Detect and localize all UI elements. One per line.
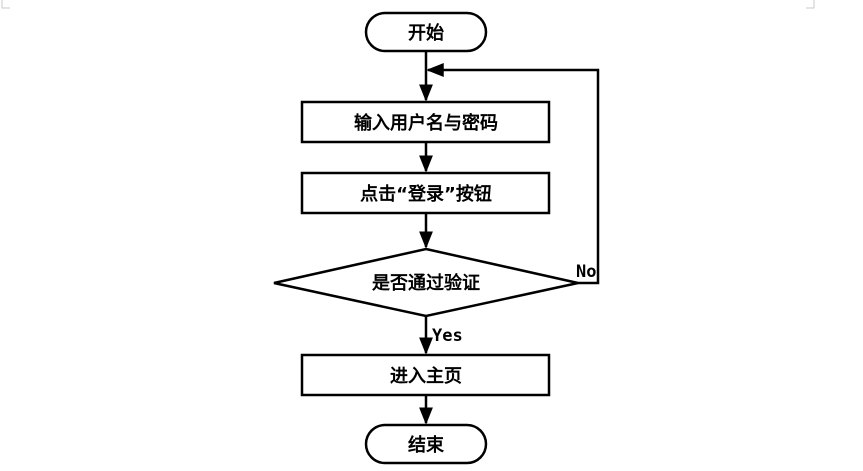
end-node: 结束 <box>364 423 488 465</box>
verification-decision-node: 是否通过验证 <box>273 247 579 318</box>
end-label: 结束 <box>408 434 445 456</box>
no-edge-label: No <box>576 262 596 282</box>
home-step-label: 进入主页 <box>390 365 462 387</box>
corner-mark-right <box>806 0 815 9</box>
start-node: 开始 <box>364 11 488 53</box>
yes-edge-label: Yes <box>432 326 463 346</box>
input-step-node: 输入用户名与密码 <box>300 100 551 144</box>
decision-label: 是否通过验证 <box>371 272 480 294</box>
corner-mark-left <box>1 0 10 9</box>
click-login-step-label: 点击“登录”按钮 <box>360 183 492 205</box>
home-step-node: 进入主页 <box>300 353 551 397</box>
edge-no-loop-back <box>426 63 600 285</box>
start-label: 开始 <box>408 22 444 44</box>
input-step-label: 输入用户名与密码 <box>354 112 498 134</box>
click-login-step-node: 点击“登录”按钮 <box>300 171 551 215</box>
